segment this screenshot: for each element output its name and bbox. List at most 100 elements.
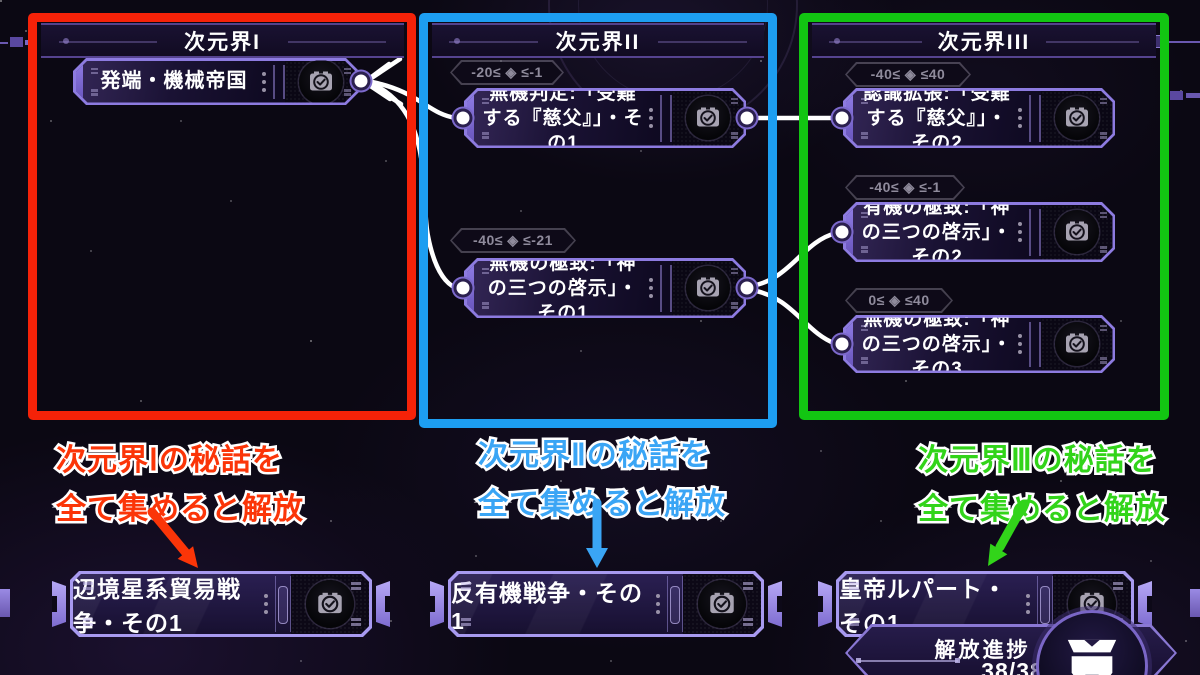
annotation-caption-dimension3: 次元界Ⅲの秘話を 全て集めると解放 (916, 436, 1168, 534)
node-accent (467, 91, 474, 146)
story-node-inorganic-ultimate-1[interactable]: 無機の極致:「神の三つの啓示」・その1 (464, 258, 746, 318)
edge-decoration (1163, 41, 1200, 43)
vertical-dots (656, 594, 660, 598)
column-title: 次元界II (555, 30, 641, 54)
node-label: 辺境星系貿易戦争・その1 (73, 574, 262, 634)
condition-text: -40≤ ◈ ≤40 (870, 66, 946, 82)
vertical-dots (262, 72, 266, 76)
column-header-dimension1: 次元界I (41, 23, 404, 58)
node-status-area (672, 91, 744, 146)
vertical-dots (1018, 108, 1022, 112)
vertical-dots (264, 594, 268, 598)
progress-label: 解放進捗 (934, 638, 1031, 662)
vertical-dots (649, 108, 653, 112)
column-title: 次元界I (184, 30, 261, 54)
connector-dot (740, 111, 754, 125)
unlock-node-anti-organic-war-1[interactable]: 反有機戦争・その1 (430, 571, 782, 637)
node-status-area (285, 61, 357, 103)
node-divider (660, 265, 672, 312)
condition-badge: -40≤ ◈ ≤-1 (845, 175, 965, 200)
header-line (448, 41, 539, 43)
node-status-area (1041, 205, 1113, 260)
annotation-line: 次元界Ⅲの秘話を (916, 442, 1159, 480)
side-bracket (818, 581, 832, 627)
header-line (657, 41, 748, 43)
condition-text: -40≤ ◈ ≤-1 (869, 179, 941, 195)
node-status-area (672, 261, 744, 316)
annotation-line: 全て集めると解放 (54, 491, 306, 529)
node-label: 反有機戦争・その1 (451, 574, 654, 634)
connector-dot (456, 281, 470, 295)
annotation-caption-dimension1: 次元界Ⅰの秘話を 全て集めると解放 (54, 436, 306, 534)
node-divider (275, 576, 291, 632)
column-header-dimension3: 次元界III (812, 23, 1156, 58)
story-node-organic-ultimate-2[interactable]: 有機の極致:「神の三つの啓示」・その2 (843, 202, 1115, 262)
stars-decoration (0, 0, 2, 2)
side-bracket (52, 581, 66, 627)
annotation-line: 全て集めると解放 (916, 491, 1168, 529)
story-node-origin-machine-empire[interactable]: 発端・機械帝国 (73, 58, 359, 105)
node-divider (273, 65, 285, 99)
unlock-node-frontier-trade-war-1[interactable]: 辺境星系貿易戦争・その1 (52, 571, 390, 637)
check-circle-icon (1055, 322, 1099, 366)
edge-decoration (1186, 93, 1200, 98)
story-node-inorganic-ultimate-3[interactable]: 無機の極致:「神の三つの啓示」・その3 (843, 315, 1115, 373)
condition-text: -20≤ ◈ ≤-1 (471, 64, 543, 80)
row-connector-nub (1190, 589, 1200, 617)
node-divider (667, 576, 683, 632)
connector-dot (456, 111, 470, 125)
header-dot (834, 38, 840, 44)
node-status-area (683, 574, 761, 634)
node-divider (1029, 95, 1041, 142)
node-divider (1029, 322, 1041, 367)
condition-text: 0≤ ◈ ≤40 (868, 292, 930, 308)
side-bracket (1138, 581, 1152, 627)
check-circle-icon (1055, 210, 1099, 254)
condition-badge: 0≤ ◈ ≤40 (845, 288, 953, 313)
annotation-frame-dimension1 (28, 13, 416, 420)
node-divider (660, 95, 672, 142)
node-status-area (1041, 318, 1113, 371)
check-circle-icon (698, 580, 746, 628)
header-line (287, 41, 386, 43)
connector-dot (835, 225, 849, 239)
condition-badge: -40≤ ◈ ≤40 (845, 62, 971, 87)
check-circle-icon (299, 60, 343, 104)
vertical-dots (1018, 222, 1022, 226)
header-line (59, 41, 158, 43)
side-bracket (430, 581, 444, 627)
node-label: 発端・機械帝国 (83, 61, 260, 103)
edge-decoration (1170, 91, 1183, 100)
column-header-dimension2: 次元界II (432, 23, 764, 58)
node-divider (1037, 576, 1053, 632)
header-dot (454, 38, 460, 44)
condition-badge: -40≤ ◈ ≤-21 (450, 228, 576, 253)
check-circle-icon (306, 580, 354, 628)
header-line (829, 41, 923, 43)
story-node-cognition-expansion-2[interactable]: 認識拡張:「受難する『慈父』」・その2 (843, 88, 1115, 148)
progress-value: 38/38 (981, 657, 1044, 675)
edge-decoration (10, 37, 23, 47)
node-status-area (1041, 91, 1113, 146)
condition-badge: -20≤ ◈ ≤-1 (450, 60, 564, 85)
story-node-inorganic-judgement-1[interactable]: 無機判定:「受難する『慈父』」・その1 (464, 88, 746, 148)
vertical-dots (1018, 334, 1022, 338)
column-title: 次元界III (937, 30, 1031, 54)
vertical-dots (649, 278, 653, 282)
row-connector-nub (0, 589, 10, 617)
node-accent (467, 261, 474, 316)
check-circle-icon (686, 266, 730, 310)
node-accent (846, 91, 853, 146)
treasure-chest-icon (1067, 639, 1117, 675)
node-accent (76, 61, 83, 103)
annotation-line: 次元界Ⅱの秘話を (476, 437, 713, 475)
annotation-frame-dimension2 (419, 13, 777, 428)
progress-divider-line (858, 660, 958, 662)
header-dot (63, 38, 69, 44)
node-accent (846, 205, 853, 260)
node-accent (846, 318, 853, 371)
condition-text: -40≤ ◈ ≤-21 (473, 232, 553, 248)
connector-dot (740, 281, 754, 295)
node-status-area (291, 574, 369, 634)
check-circle-icon (1055, 96, 1099, 140)
